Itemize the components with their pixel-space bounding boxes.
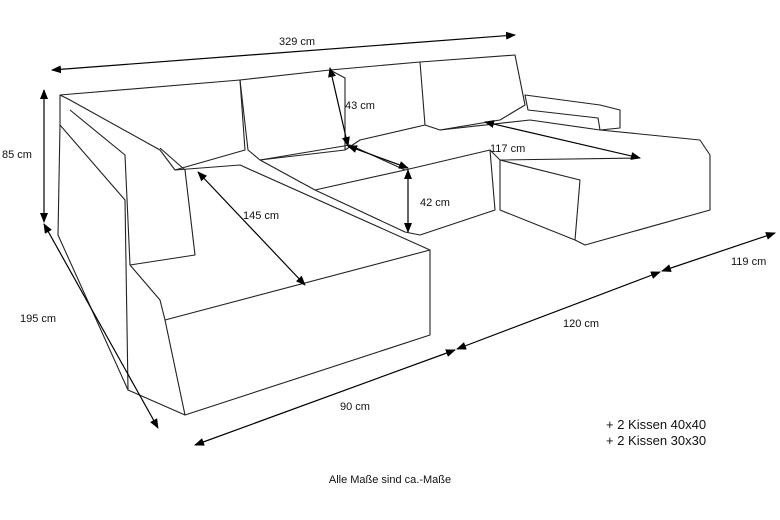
note-cushions-30: + 2 Kissen 30x30 bbox=[606, 433, 707, 448]
label-front-right: 119 cm bbox=[731, 256, 767, 268]
note-cushions-40: + 2 Kissen 40x40 bbox=[606, 417, 707, 432]
caption: Alle Maße sind ca.-Maße bbox=[328, 474, 452, 486]
arrow-back-cushion bbox=[328, 67, 350, 147]
arrow-left-depth bbox=[43, 223, 159, 429]
label-seat-height: 42 cm bbox=[420, 197, 450, 209]
arrow-chaise-left bbox=[197, 171, 306, 286]
arrow-total-width bbox=[51, 31, 516, 74]
label-chaise-left: 145 cm bbox=[243, 210, 280, 222]
sofa-outline bbox=[57, 54, 711, 416]
arrow-front-right bbox=[661, 232, 776, 272]
dimension-arrows bbox=[40, 31, 776, 446]
label-total-width: 329 cm bbox=[279, 36, 316, 48]
label-height: 85 cm bbox=[2, 149, 32, 161]
arrow-cushion-depth bbox=[347, 145, 409, 169]
label-front-middle: 120 cm bbox=[563, 318, 600, 330]
label-back-cushion: 43 cm bbox=[345, 100, 375, 112]
label-left-depth: 195 cm bbox=[20, 313, 57, 325]
label-chaise-right: 117 cm bbox=[490, 143, 526, 155]
arrow-front-left bbox=[194, 349, 456, 446]
label-front-left: 90 cm bbox=[340, 401, 370, 413]
arrow-front-middle bbox=[456, 271, 661, 350]
arrow-chaise-right bbox=[484, 120, 641, 160]
